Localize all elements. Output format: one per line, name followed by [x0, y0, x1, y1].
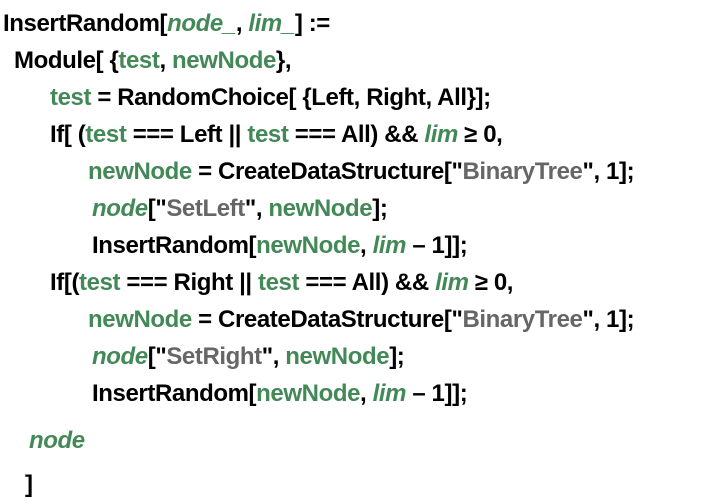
code-token: , [360, 380, 373, 407]
code-token: === Left || [126, 121, 248, 148]
code-token: ", 1]; [582, 306, 635, 333]
string-literal-token: BinaryTree [462, 306, 583, 333]
code-token: – 1]]; [406, 380, 468, 407]
code-token: ]; [389, 343, 405, 370]
code-token: ≥ 0, [457, 121, 503, 148]
pattern-variable-token: lim [372, 380, 407, 407]
code-line-function-definition: InsertRandom[node_, lim_] := [3, 6, 330, 42]
code-token: ]; [372, 195, 388, 222]
local-variable-token: test [50, 84, 92, 111]
code-line-if-left: If[ (test === Left || test === All) && l… [50, 117, 503, 153]
local-variable-token: test [247, 121, 289, 148]
local-variable-token: newNode [268, 195, 373, 222]
pattern-variable-token: lim_ [248, 10, 295, 37]
pattern-variable-token: lim [435, 269, 469, 296]
code-token: }, [275, 47, 292, 74]
local-variable-token: newNode [256, 232, 361, 259]
local-variable-token: test [258, 269, 300, 296]
code-token: InsertRandom[ [92, 380, 257, 407]
code-line-module-header: Module[ {test, newNode}, [14, 43, 292, 79]
pattern-variable-token: node [29, 427, 85, 454]
code-token: ] [25, 471, 33, 498]
local-variable-token: test [85, 121, 127, 148]
local-variable-token: newNode [256, 380, 361, 407]
code-line-recurse-right: InsertRandom[newNode, lim – 1]]; [92, 376, 468, 412]
code-line-if-right: If[(test === Right || test === All) && l… [50, 265, 513, 301]
code-line-create-left-node: newNode = CreateDataStructure["BinaryTre… [88, 154, 635, 190]
code-token: [" [147, 195, 167, 222]
code-line-set-left: node["SetLeft", newNode]; [92, 191, 388, 227]
code-token: ] := [294, 10, 330, 37]
string-literal-token: SetRight [166, 343, 262, 370]
code-token: – 1]]; [406, 232, 468, 259]
code-token: ", [261, 343, 286, 370]
local-variable-token: test [118, 47, 160, 74]
pattern-variable-token: node_ [167, 10, 236, 37]
code-token: === All) && [288, 121, 425, 148]
code-line-create-right-node: newNode = CreateDataStructure["BinaryTre… [88, 302, 635, 338]
code-token: If[( [50, 269, 80, 296]
local-variable-token: newNode [172, 47, 276, 74]
code-token: InsertRandom[ [92, 232, 257, 259]
code-token: , [235, 10, 249, 37]
pattern-variable-token: node [92, 343, 148, 370]
code-token: = CreateDataStructure[" [191, 306, 463, 333]
code-line-return-node: node [29, 423, 85, 459]
pattern-variable-token: node [92, 195, 148, 222]
local-variable-token: newNode [88, 158, 192, 185]
code-token: = CreateDataStructure[" [191, 158, 463, 185]
code-token: , [360, 232, 373, 259]
code-line-recurse-left: InsertRandom[newNode, lim – 1]]; [92, 228, 468, 264]
local-variable-token: test [79, 269, 121, 296]
string-literal-token: BinaryTree [462, 158, 583, 185]
code-token: [" [147, 343, 167, 370]
code-line-random-choice: test = RandomChoice[ {Left, Right, All}]… [50, 80, 491, 116]
string-literal-token: SetLeft [166, 195, 245, 222]
code-token: ", [244, 195, 269, 222]
code-token: InsertRandom[ [3, 10, 168, 37]
code-token: ", 1]; [582, 158, 635, 185]
pattern-variable-token: lim [424, 121, 458, 148]
code-token: === All) && [299, 269, 436, 296]
code-line-set-right: node["SetRight", newNode]; [92, 339, 405, 375]
local-variable-token: newNode [88, 306, 192, 333]
code-token: If[ ( [50, 121, 86, 148]
code-token: ≥ 0, [468, 269, 514, 296]
code-token: = RandomChoice[ {Left, Right, All}]; [91, 84, 491, 111]
code-line-close-bracket: ] [25, 467, 33, 503]
pattern-variable-token: lim [372, 232, 407, 259]
local-variable-token: newNode [285, 343, 390, 370]
code-token: Module[ { [14, 47, 119, 74]
code-token: , [159, 47, 173, 74]
code-token: === Right || [120, 269, 259, 296]
